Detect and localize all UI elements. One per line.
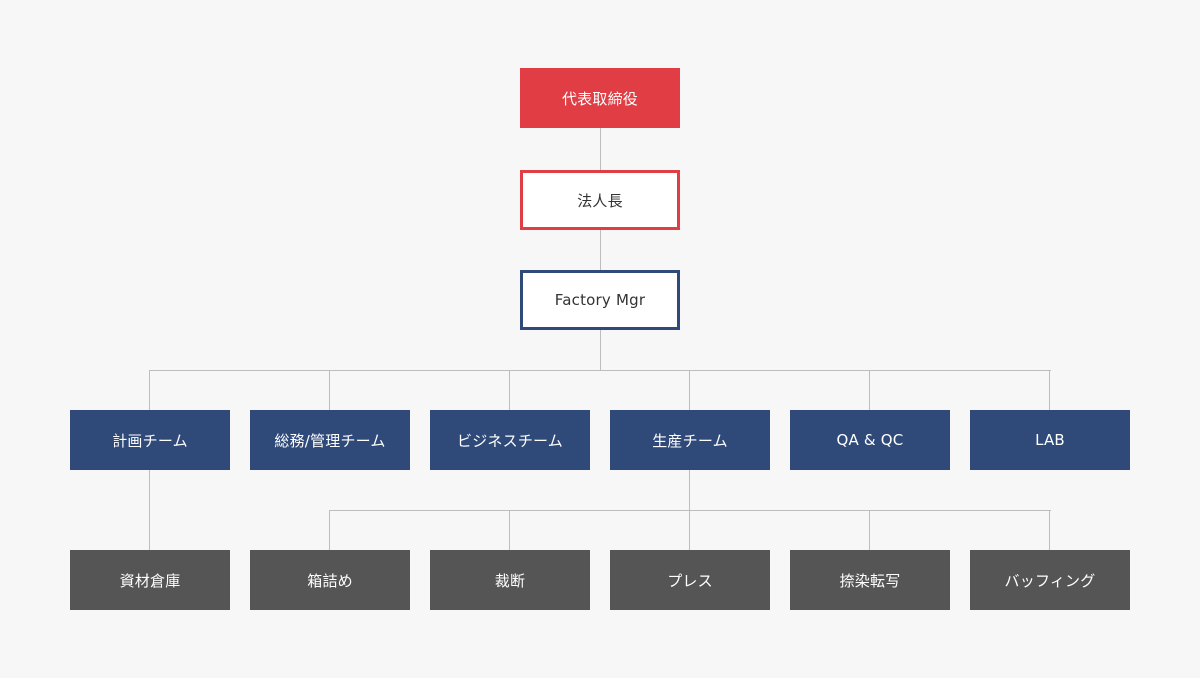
connector-team-bus [149, 370, 1051, 371]
connector-team-2 [329, 370, 330, 410]
connector-factory-bus [600, 330, 601, 370]
sub-boxing: 箱詰め [250, 550, 410, 610]
president-node: 法人長 [520, 170, 680, 230]
sub-materials-warehouse: 資材倉庫 [70, 550, 230, 610]
connector-team-3 [509, 370, 510, 410]
connector-sub-5 [1049, 510, 1050, 550]
team-general-affairs: 総務/管理チーム [250, 410, 410, 470]
connector-planning-sub [149, 470, 150, 550]
connector-sub-4 [869, 510, 870, 550]
connector-team-5 [869, 370, 870, 410]
connector-team-1 [149, 370, 150, 410]
sub-print-transfer: 捺染転写 [790, 550, 950, 610]
team-production: 生産チーム [610, 410, 770, 470]
sub-cutting: 裁断 [430, 550, 590, 610]
connector-sub-2 [509, 510, 510, 550]
connector-production-bus [329, 510, 1051, 511]
connector-team-4 [689, 370, 690, 410]
sub-press: プレス [610, 550, 770, 610]
sub-buffing: バッフィング [970, 550, 1130, 610]
connector-team-6 [1049, 370, 1050, 410]
factory-mgr-node: Factory Mgr [520, 270, 680, 330]
ceo-node: 代表取締役 [520, 68, 680, 128]
connector-sub-1 [329, 510, 330, 550]
team-lab: LAB [970, 410, 1130, 470]
team-planning: 計画チーム [70, 410, 230, 470]
connector-ceo-president [600, 128, 601, 170]
team-business: ビジネスチーム [430, 410, 590, 470]
connector-president-factory [600, 230, 601, 270]
team-qa-qc: QA & QC [790, 410, 950, 470]
